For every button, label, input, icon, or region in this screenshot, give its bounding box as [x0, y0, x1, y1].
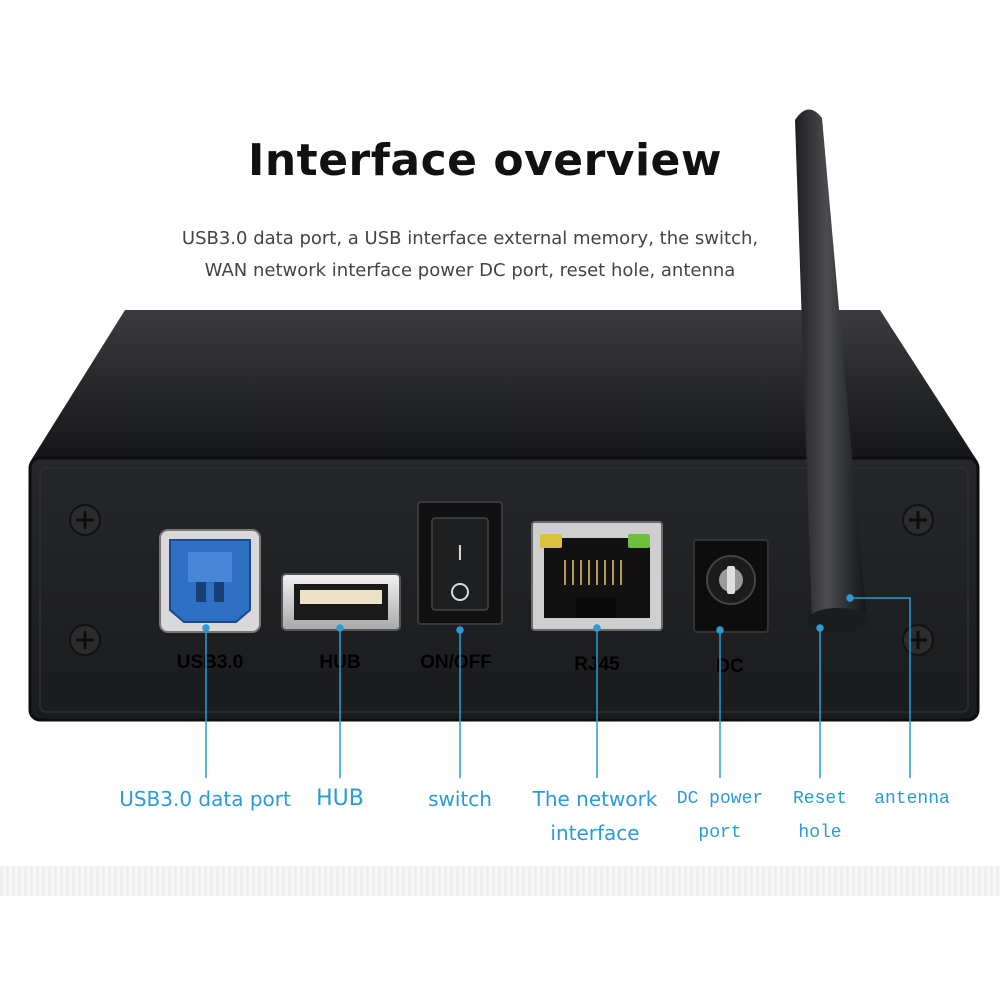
callout-dc-line2: port: [698, 823, 742, 843]
power-switch: I: [417, 501, 503, 625]
screw-icon: [69, 504, 101, 536]
callout-reset-hole: Reset hole: [780, 782, 860, 850]
panel-label-dc: DC: [716, 656, 744, 677]
callout-lines: [202, 594, 911, 778]
callout-reset-line1: Reset: [792, 789, 847, 809]
panel-label-usb30: USB3.0: [177, 652, 244, 673]
rj45-port: [531, 521, 663, 631]
page-title: Interface overview: [247, 135, 723, 186]
panel-label-onoff: ON/OFF: [420, 652, 492, 673]
switch-off-mark: [451, 583, 469, 601]
callout-network-line1: The network: [532, 787, 658, 811]
callout-dc-power-port: DC power port: [665, 782, 775, 850]
subtitle-line-2: WAN network interface power DC port, res…: [204, 260, 736, 281]
callout-antenna: antenna: [874, 789, 950, 809]
switch-on-mark: I: [457, 541, 463, 565]
dc-power-jack: [693, 539, 769, 633]
callout-network-line2: interface: [550, 821, 640, 845]
enclosure-front: [28, 456, 980, 722]
callout-reset-line2: hole: [798, 823, 842, 843]
bottom-divider-band: [0, 866, 1000, 896]
callout-usb-data-port: USB3.0 data port: [119, 787, 291, 811]
usb30-port: [159, 529, 261, 633]
callout-dc-line1: DC power: [676, 789, 764, 809]
callout-switch: switch: [428, 787, 492, 811]
callout-network-interface: The network interface: [525, 782, 665, 850]
enclosure-top: [30, 310, 978, 462]
subtitle-line-1: USB3.0 data port, a USB interface extern…: [181, 228, 759, 249]
screw-icon: [902, 504, 934, 536]
callout-hub: HUB: [316, 786, 364, 811]
screw-icon: [902, 624, 934, 656]
screw-icon: [69, 624, 101, 656]
hub-port: [281, 573, 401, 631]
